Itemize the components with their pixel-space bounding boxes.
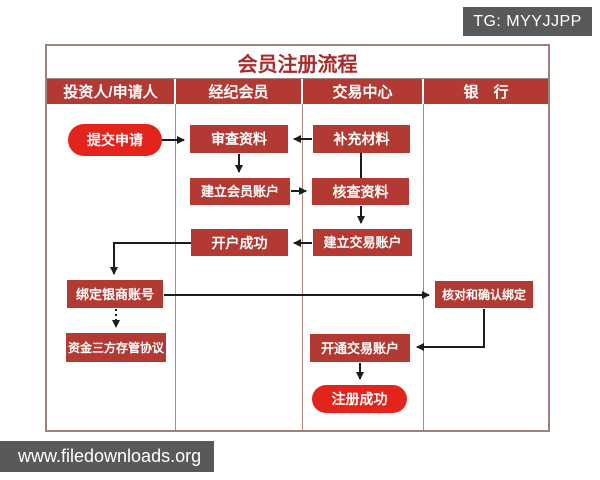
site-watermark-text: www.filedownloads.org	[18, 446, 202, 466]
lane-header-broker: 经纪会员	[176, 79, 303, 104]
telegram-watermark-text: TG: MYYJJPP	[473, 12, 582, 30]
node-account-opened: 开户成功	[191, 229, 288, 256]
node-registration-success: 注册成功	[312, 385, 407, 413]
node-review-materials: 审查资料	[190, 125, 288, 153]
node-activate-trading-account: 开通交易账户	[310, 334, 410, 362]
site-watermark: www.filedownloads.org	[0, 441, 214, 472]
flowchart-title: 会员注册流程	[237, 53, 358, 76]
lane-header-investor: 投资人/申请人	[47, 79, 176, 104]
lane-divider-2	[302, 104, 303, 430]
node-submit-application: 提交申请	[68, 124, 162, 156]
node-supplement-materials: 补充材料	[313, 125, 410, 153]
node-bind-bank-account: 绑定银商账号	[67, 280, 163, 308]
node-tripartite-agreement: 资金三方存管协议	[66, 333, 166, 362]
lane-divider-1	[175, 104, 176, 430]
lane-header-bank: 银 行	[463, 84, 509, 101]
flowchart-frame	[45, 44, 550, 432]
node-verify-materials: 核查资料	[312, 178, 409, 205]
node-create-member-account: 建立会员账户	[190, 178, 290, 205]
lane-header-exchange: 交易中心	[303, 79, 424, 104]
node-create-trading-account: 建立交易账户	[313, 229, 412, 256]
lane-divider-3	[423, 104, 424, 430]
telegram-watermark-badge: TG: MYYJJPP	[463, 7, 592, 36]
swimlane-header-row: 投资人/申请人 经纪会员 交易中心 银 行	[47, 78, 548, 104]
node-check-confirm-binding: 核对和确认绑定	[435, 281, 533, 308]
